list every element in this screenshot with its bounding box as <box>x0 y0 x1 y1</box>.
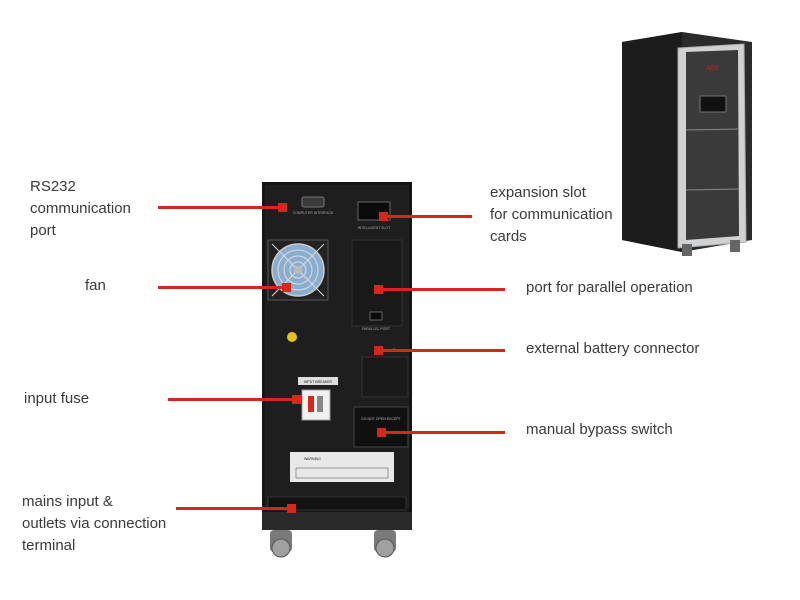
marker-expansion-slot <box>379 212 388 221</box>
leader-bypass-switch <box>384 431 505 434</box>
label-mains-input: mains input & outlets via connection ter… <box>22 493 167 554</box>
input-breaker: INPUT BREAKER <box>298 377 338 421</box>
svg-text:INPUT BREAKER: INPUT BREAKER <box>304 380 333 384</box>
label-input-fuse: input fuse <box>24 390 90 407</box>
svg-text:INTELLIGENT SLOT: INTELLIGENT SLOT <box>358 226 391 230</box>
warning-label: WARNING <box>290 452 394 482</box>
leader-parallel-port <box>381 288 505 291</box>
fan-grille <box>267 239 329 301</box>
svg-text:DO NOT OPEN EXCEPT: DO NOT OPEN EXCEPT <box>361 417 401 421</box>
svg-text:COMPUTER INTERFACE: COMPUTER INTERFACE <box>293 211 334 215</box>
leader-expansion-slot <box>386 215 472 218</box>
rs232-connector: COMPUTER INTERFACE <box>293 196 334 215</box>
svg-text:AEG: AEG <box>706 66 719 72</box>
svg-text:WARNING: WARNING <box>304 457 321 461</box>
svg-text:PARALLEL PORT: PARALLEL PORT <box>362 327 391 331</box>
leader-battery-connector <box>381 349 505 352</box>
caster-wheels <box>270 530 396 558</box>
leader-input-fuse <box>168 398 294 401</box>
marker-rs232 <box>278 203 287 212</box>
leader-mains-input <box>176 507 290 510</box>
label-parallel-port: port for parallel operation <box>526 279 693 296</box>
label-bypass-switch: manual bypass switch <box>526 421 673 438</box>
leader-rs232 <box>158 206 280 209</box>
bypass-switch-panel: DO NOT OPEN EXCEPT <box>353 406 409 448</box>
leader-fan <box>158 286 284 289</box>
label-fan: fan <box>85 277 106 294</box>
marker-parallel-port <box>374 285 383 294</box>
ups-rear-panel: COMPUTER INTERFACE INTELLIGENT SLOT PARA… <box>262 182 412 558</box>
marker-fan <box>282 283 291 292</box>
marker-input-fuse <box>292 395 301 404</box>
marker-bypass-switch <box>377 428 386 437</box>
label-battery-connector: external battery connector <box>526 340 700 357</box>
marker-battery-connector <box>374 346 383 355</box>
ups-front-photo: AEG <box>622 32 752 256</box>
marker-mains-input <box>287 504 296 513</box>
label-expansion-slot: expansion slot for communication cards <box>490 184 613 245</box>
label-rs232-port: RS232 communication port <box>30 178 131 239</box>
